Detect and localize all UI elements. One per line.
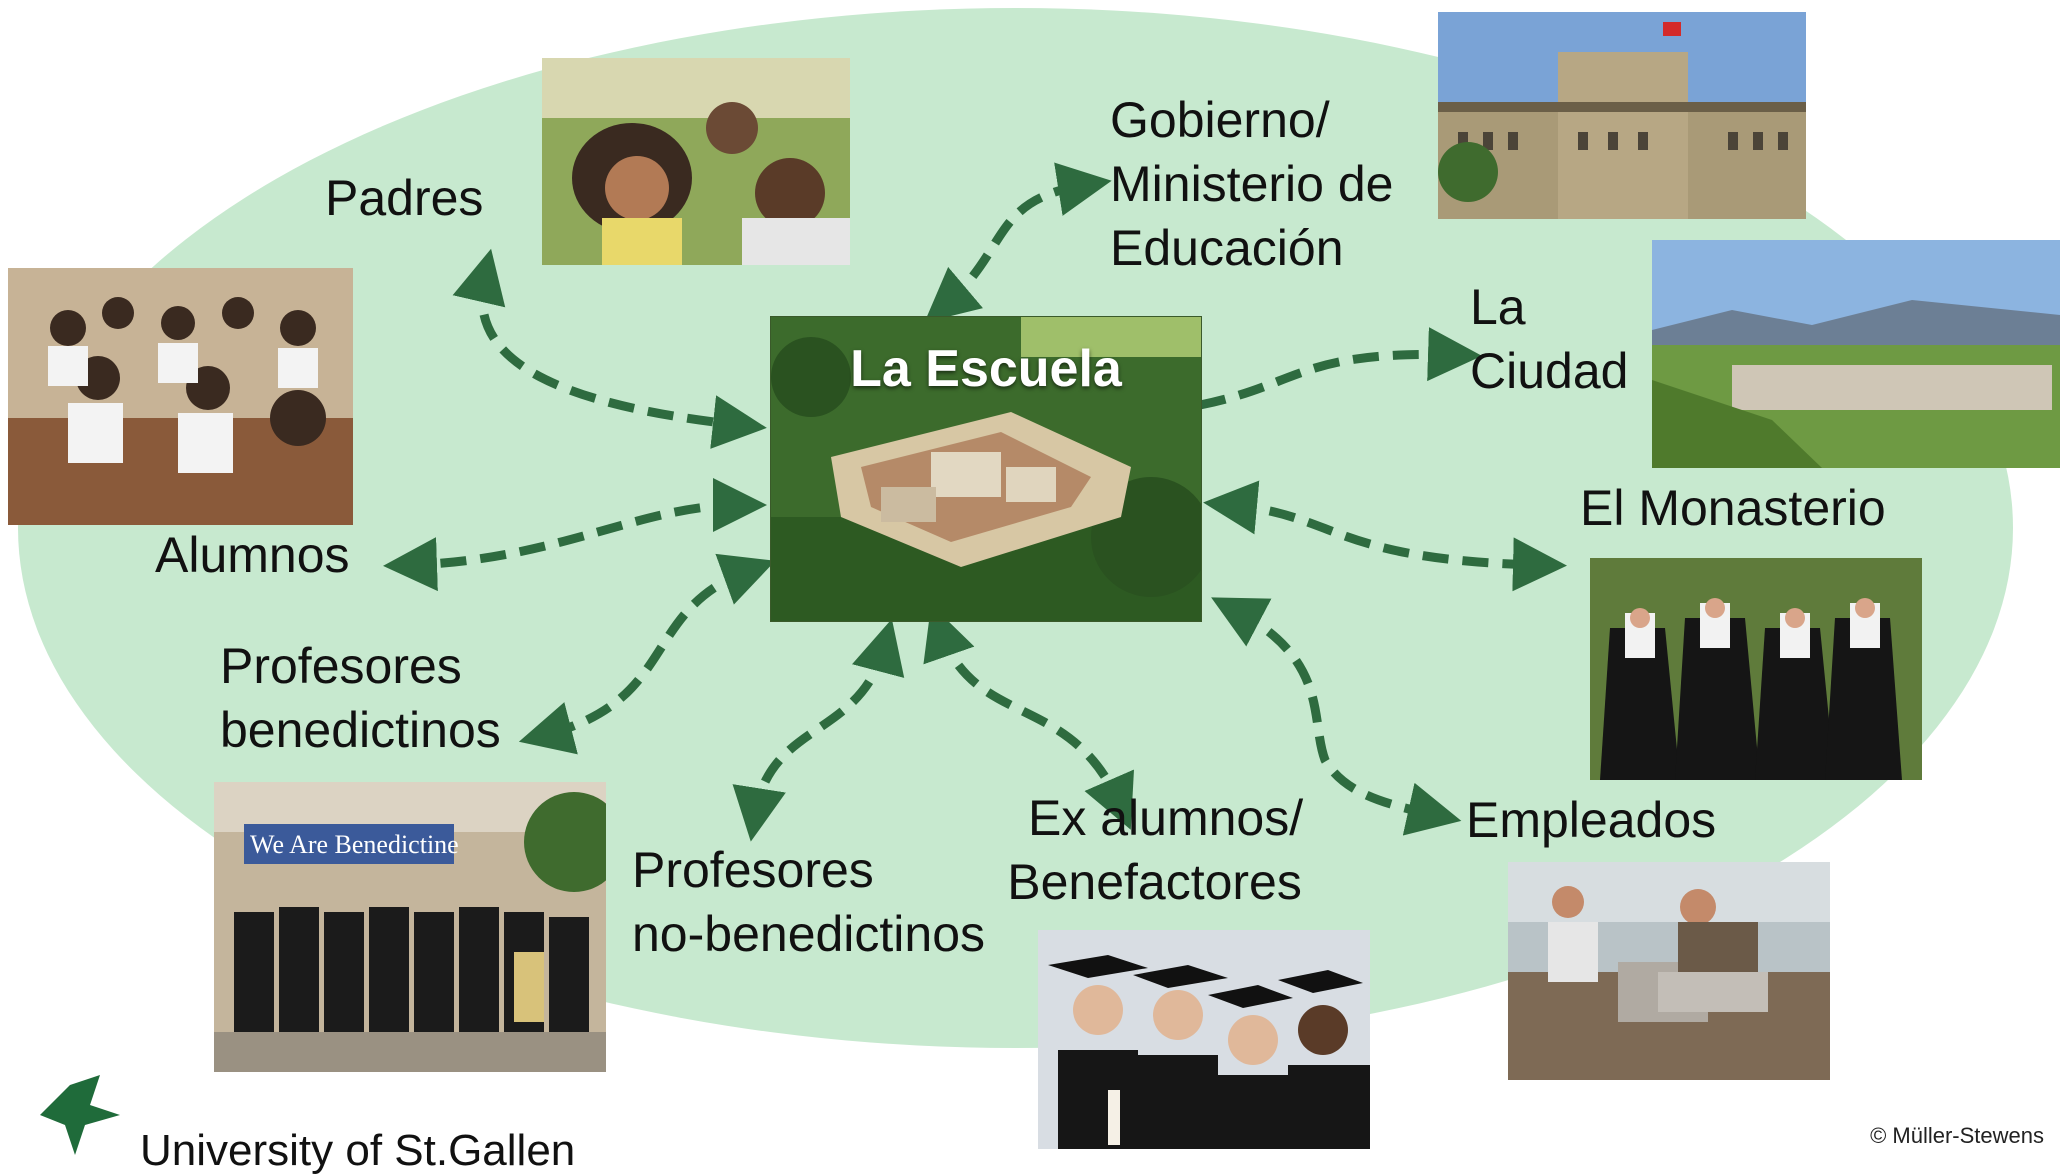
label-ciudad-line2: Ciudad bbox=[1470, 343, 1629, 399]
label-prof-ben-line1: Profesores bbox=[220, 638, 462, 694]
label-alumnos: Alumnos bbox=[155, 527, 350, 583]
parents-photo bbox=[542, 58, 850, 265]
copyright-text: © Müller-Stewens bbox=[1870, 1123, 2044, 1148]
label-gobierno-line3: Educación bbox=[1110, 220, 1344, 276]
city-landscape-photo bbox=[1652, 240, 2060, 468]
arrow-gobierno bbox=[924, 162, 1112, 323]
arrow-prof-noben bbox=[732, 618, 905, 842]
label-exalumnos-line1: Ex alumnos/ bbox=[1028, 790, 1304, 846]
label-ciudad-line1: La bbox=[1470, 279, 1526, 335]
label-gobierno-line1: Gobierno/ bbox=[1110, 92, 1330, 148]
employees-photo bbox=[1508, 862, 1830, 1080]
arrow-ciudad bbox=[1199, 327, 1482, 410]
label-ciudad: La Ciudad bbox=[1470, 275, 1628, 403]
students-classroom-photo bbox=[8, 268, 353, 525]
label-prof-ben-line2: benedictinos bbox=[220, 702, 501, 758]
arrow-monasterio bbox=[1203, 480, 1567, 592]
label-exalumnos: Ex alumnos/ Benefactores bbox=[1006, 786, 1303, 914]
stakeholder-diagram: La Escuela We Are Benedictine Padres Gob… bbox=[8, 8, 2060, 1175]
label-profesores-no-benedictinos: Profesores no-benedictinos bbox=[632, 838, 985, 966]
benedictine-students-photo: We Are Benedictine bbox=[214, 782, 606, 1072]
university-logo-icon bbox=[40, 1075, 120, 1155]
label-prof-noben-line1: Profesores bbox=[632, 842, 874, 898]
label-profesores-benedictinos: Profesores benedictinos bbox=[220, 634, 501, 762]
label-prof-noben-line2: no-benedictinos bbox=[632, 906, 986, 962]
arrow-alumnos bbox=[383, 478, 767, 592]
arrow-exalumnos bbox=[923, 604, 1134, 830]
arrow-padres bbox=[452, 248, 767, 449]
label-padres: Padres bbox=[325, 170, 484, 226]
university-name: University of St.Gallen bbox=[140, 1126, 576, 1175]
arrow-empleados bbox=[1211, 597, 1462, 836]
center-title: La Escuela bbox=[850, 340, 1122, 398]
label-monasterio: El Monasterio bbox=[1580, 480, 1886, 536]
arrows-layer bbox=[383, 162, 1567, 842]
label-gobierno: Gobierno/ Ministerio de Educación bbox=[1110, 88, 1393, 280]
graduates-photo bbox=[1038, 930, 1370, 1149]
arrow-prof-ben bbox=[518, 553, 776, 755]
nuns-photo bbox=[1590, 558, 1922, 780]
benedictine-banner-text: We Are Benedictine bbox=[250, 830, 459, 859]
label-exalumnos-line2: Benefactores bbox=[1007, 854, 1302, 910]
label-empleados: Empleados bbox=[1466, 792, 1717, 848]
label-gobierno-line2: Ministerio de bbox=[1110, 156, 1394, 212]
school-aerial-image: La Escuela bbox=[770, 316, 1202, 622]
government-building-photo bbox=[1438, 12, 1806, 219]
